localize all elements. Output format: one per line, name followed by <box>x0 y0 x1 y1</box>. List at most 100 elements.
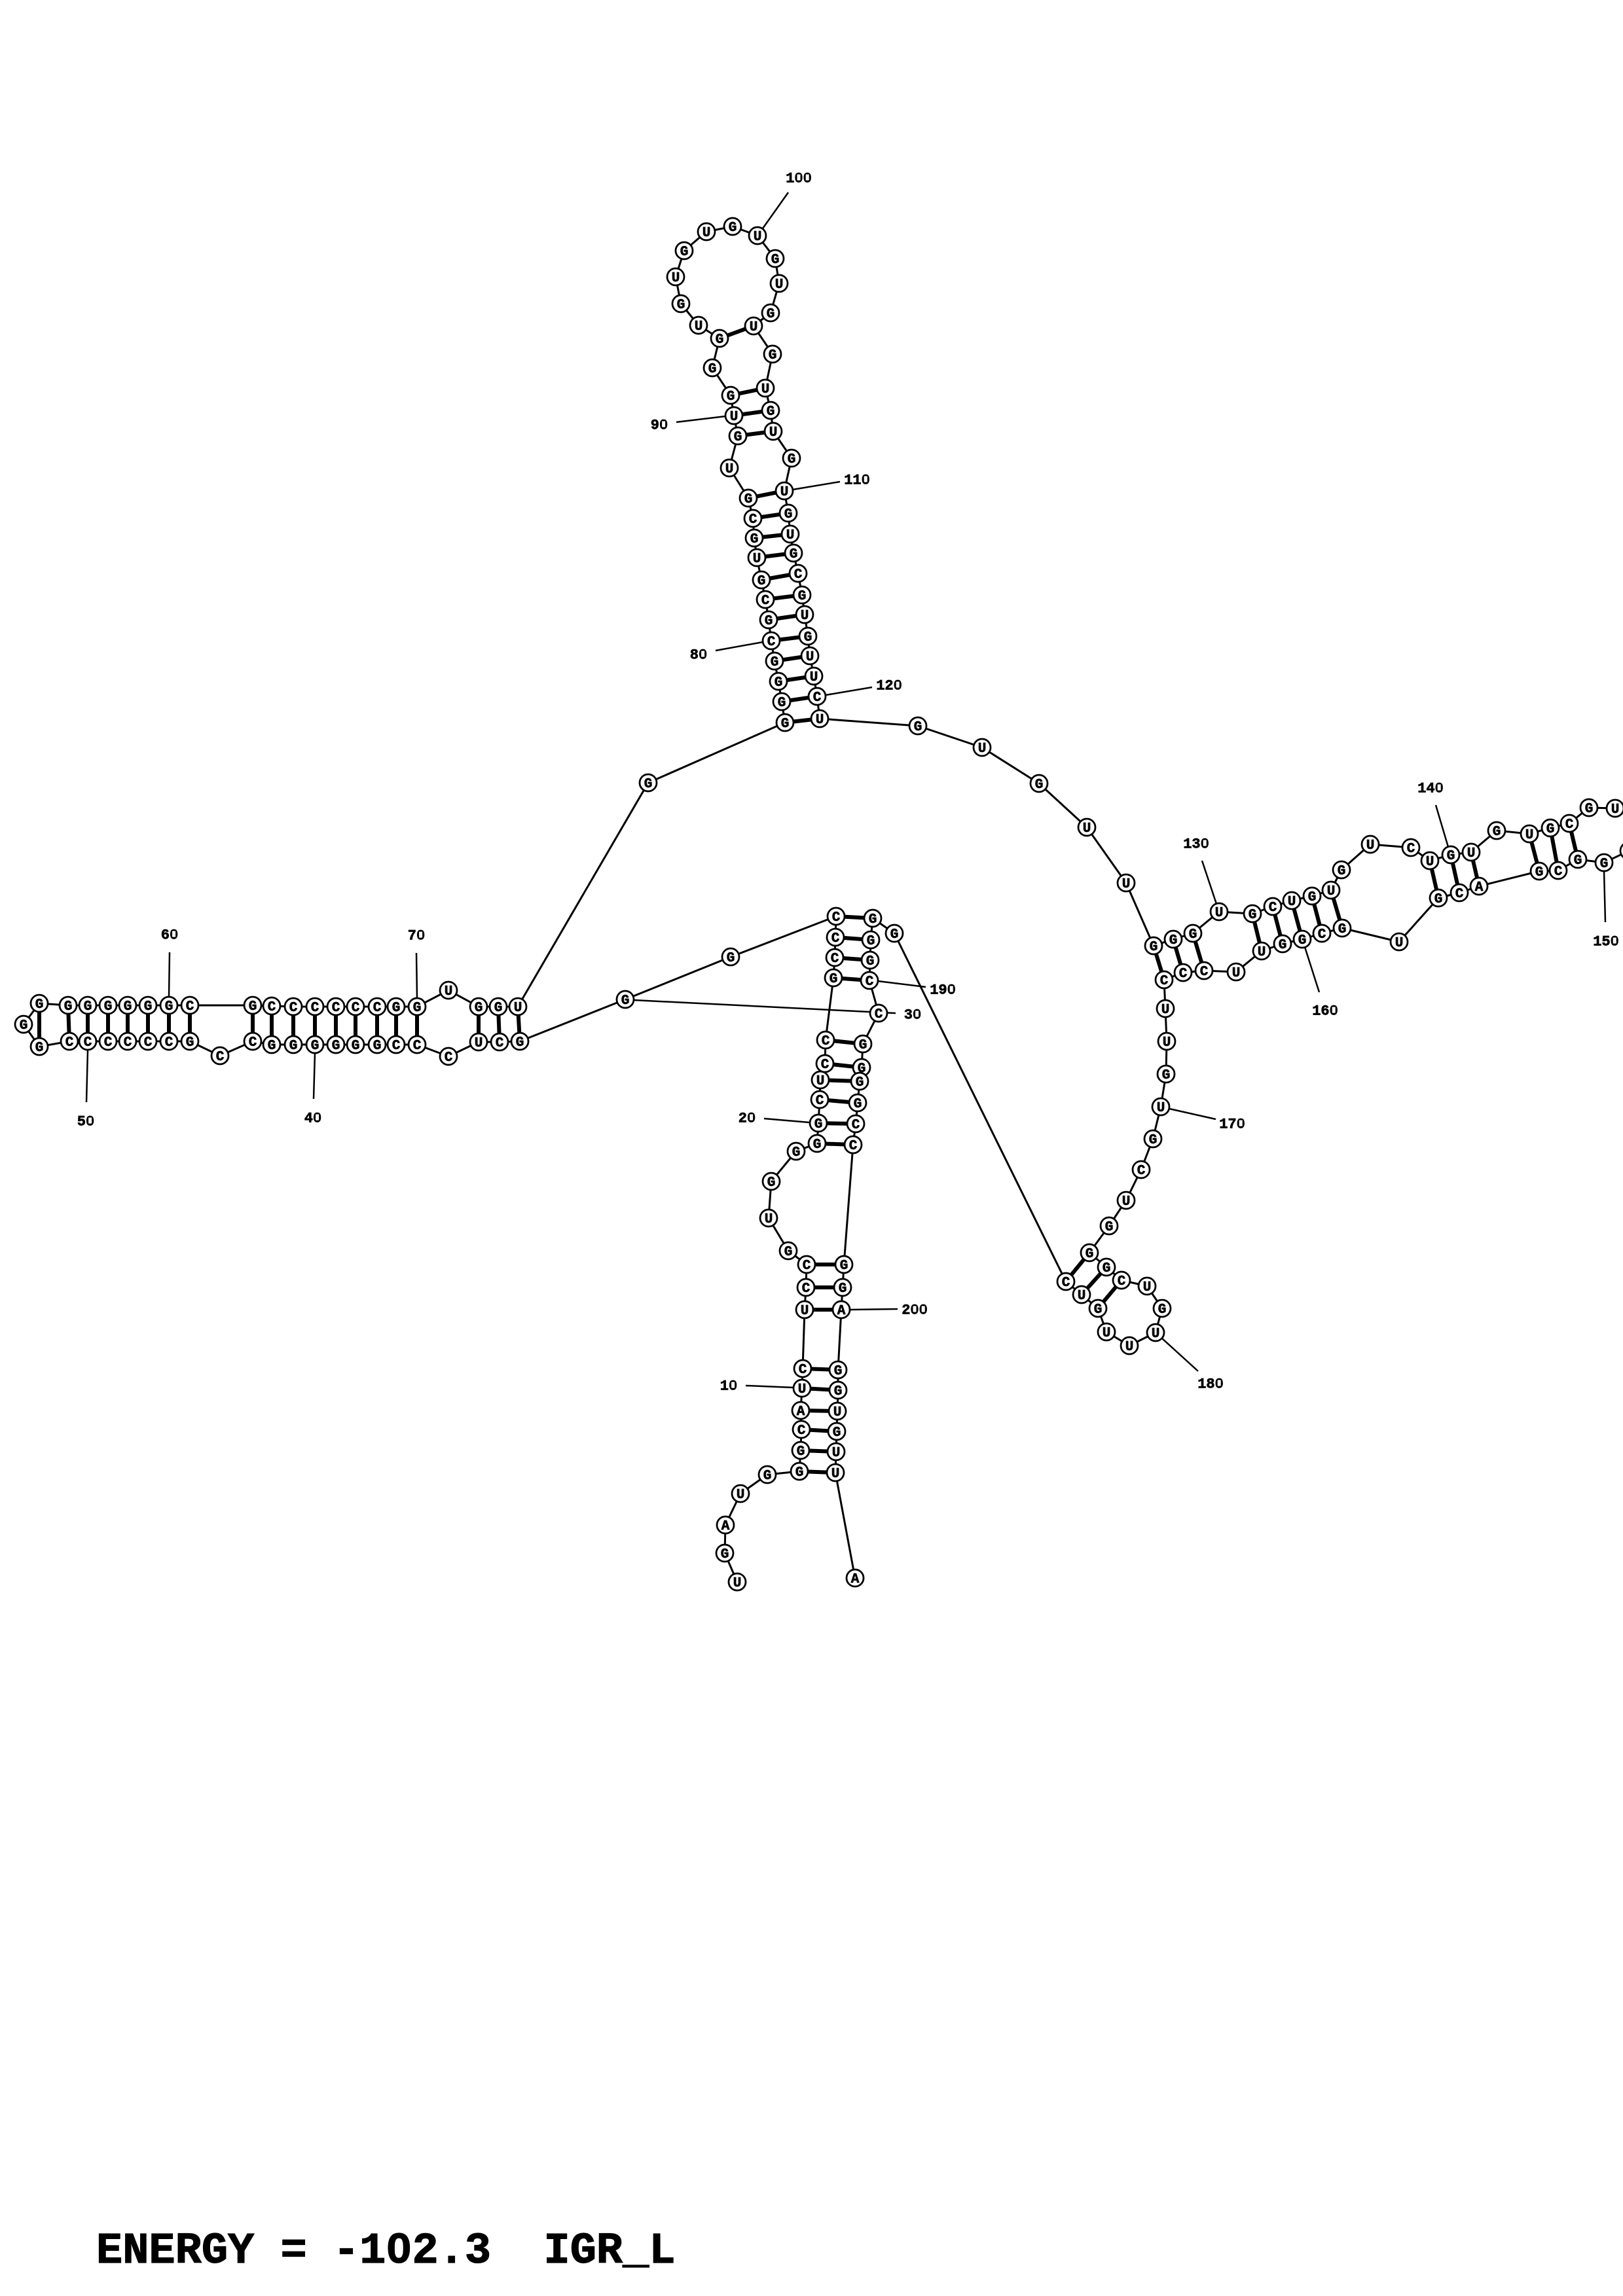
svg-text:G: G <box>784 507 793 522</box>
svg-text:U: U <box>833 1405 842 1420</box>
svg-text:C: C <box>813 691 822 706</box>
svg-text:G: G <box>35 997 44 1013</box>
svg-text:G: G <box>1094 1302 1103 1318</box>
svg-text:U: U <box>798 1382 807 1397</box>
svg-text:G: G <box>392 1001 401 1016</box>
svg-text:U: U <box>702 226 711 241</box>
svg-text:ENERGY = -102.3 IGR_L: ENERGY = -102.3 IGR_L <box>96 2227 676 2276</box>
svg-text:G: G <box>494 1001 503 1016</box>
svg-text:60: 60 <box>161 927 178 944</box>
svg-text:G: G <box>644 777 653 792</box>
svg-text:50: 50 <box>77 1114 94 1130</box>
svg-text:C: C <box>1455 887 1464 902</box>
svg-text:G: G <box>1085 1247 1094 1262</box>
svg-text:C: C <box>186 999 194 1014</box>
svg-text:C: C <box>124 1035 132 1050</box>
svg-text:C: C <box>413 1039 422 1054</box>
svg-text:U: U <box>1258 945 1266 960</box>
svg-text:G: G <box>867 934 875 949</box>
svg-text:U: U <box>810 670 818 685</box>
svg-text:C: C <box>749 512 757 528</box>
svg-text:C: C <box>1160 974 1169 989</box>
svg-text:G: G <box>64 999 73 1014</box>
svg-text:C: C <box>849 1139 858 1154</box>
svg-text:C: C <box>268 1000 276 1015</box>
svg-text:U: U <box>1161 1003 1170 1018</box>
svg-text:G: G <box>1103 1261 1111 1276</box>
svg-text:G: G <box>1546 822 1555 837</box>
svg-text:U: U <box>1163 1035 1171 1050</box>
svg-text:G: G <box>1493 825 1501 840</box>
svg-text:C: C <box>496 1036 504 1051</box>
svg-text:30: 30 <box>904 1007 921 1024</box>
svg-text:G: G <box>784 1245 793 1260</box>
svg-text:G: G <box>858 1062 866 1077</box>
svg-text:G: G <box>854 1097 862 1112</box>
svg-text:G: G <box>1149 1133 1158 1148</box>
svg-text:U: U <box>1288 895 1296 910</box>
svg-text:G: G <box>814 1117 823 1132</box>
svg-text:G: G <box>767 404 775 420</box>
svg-text:U: U <box>831 1467 840 1482</box>
svg-text:U: U <box>816 713 824 728</box>
svg-text:U: U <box>1078 1289 1086 1304</box>
svg-text:U: U <box>753 552 761 567</box>
svg-text:U: U <box>475 1036 483 1051</box>
svg-text:C: C <box>1062 1276 1070 1291</box>
svg-text:G: G <box>680 245 689 260</box>
svg-text:G: G <box>1298 933 1307 948</box>
svg-text:G: G <box>790 547 798 562</box>
svg-text:G: G <box>839 1282 847 1297</box>
svg-text:G: G <box>788 452 796 467</box>
svg-text:G: G <box>1035 778 1044 793</box>
svg-text:C: C <box>1200 965 1209 980</box>
svg-text:C: C <box>852 1118 860 1133</box>
svg-text:G: G <box>1600 857 1609 872</box>
svg-text:G: G <box>767 1175 776 1191</box>
svg-text:U: U <box>754 230 762 245</box>
svg-text:U: U <box>978 742 987 757</box>
svg-text:U: U <box>769 425 778 440</box>
svg-text:C: C <box>165 1035 173 1050</box>
svg-text:G: G <box>866 954 875 969</box>
svg-text:A: A <box>837 1304 846 1319</box>
svg-text:G: G <box>1105 1220 1114 1235</box>
svg-text:U: U <box>801 1304 809 1319</box>
svg-text:C: C <box>799 1363 807 1378</box>
svg-text:G: G <box>1447 849 1455 864</box>
svg-text:G: G <box>1535 865 1544 880</box>
svg-text:C: C <box>1118 1274 1126 1289</box>
svg-text:G: G <box>1585 802 1594 817</box>
svg-text:U: U <box>730 410 739 425</box>
svg-text:U: U <box>1395 936 1404 951</box>
svg-text:G: G <box>1338 864 1346 879</box>
svg-text:C: C <box>831 931 840 946</box>
svg-text:G: G <box>1158 1302 1167 1318</box>
svg-text:G: G <box>373 1039 382 1054</box>
svg-text:G: G <box>332 1039 340 1054</box>
svg-text:U: U <box>832 1446 841 1461</box>
svg-text:G: G <box>769 348 777 363</box>
svg-text:G: G <box>1434 892 1443 907</box>
svg-text:G: G <box>890 927 899 942</box>
svg-text:G: G <box>1574 853 1582 869</box>
svg-text:C: C <box>84 1035 92 1050</box>
svg-text:G: G <box>775 675 783 691</box>
svg-text:80: 80 <box>690 647 707 664</box>
svg-text:G: G <box>763 1469 772 1484</box>
svg-text:G: G <box>830 972 838 987</box>
svg-text:G: G <box>35 1041 44 1056</box>
svg-text:C: C <box>797 1424 806 1439</box>
svg-text:G: G <box>352 1039 360 1054</box>
svg-text:G: G <box>20 1018 28 1033</box>
svg-text:U: U <box>1467 846 1476 861</box>
svg-text:C: C <box>1318 927 1326 942</box>
svg-text:G: G <box>144 999 153 1014</box>
svg-text:C: C <box>445 1050 453 1066</box>
svg-text:G: G <box>798 589 807 604</box>
svg-text:C: C <box>144 1035 153 1050</box>
svg-text:G: G <box>1249 908 1257 923</box>
svg-text:G: G <box>716 332 724 348</box>
svg-text:A: A <box>721 1519 730 1534</box>
svg-text:G: G <box>792 1145 801 1160</box>
